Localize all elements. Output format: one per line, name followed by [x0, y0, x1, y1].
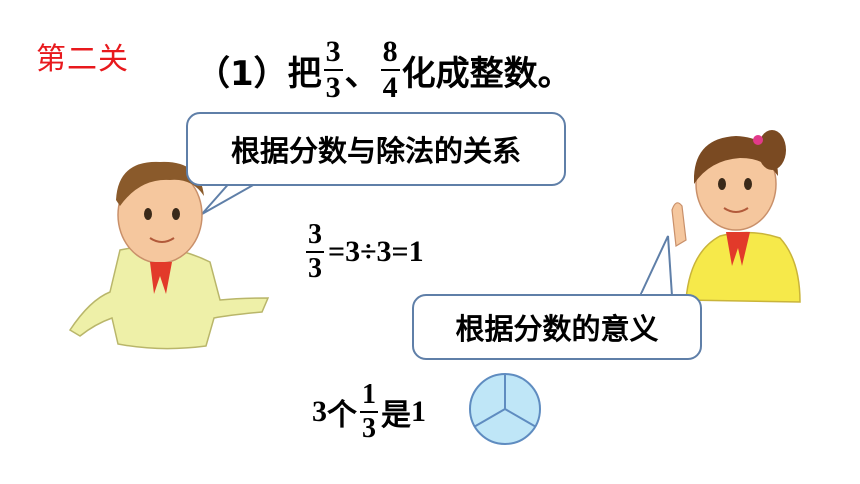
speech-bubble-girl: 根据分数的意义: [412, 294, 702, 360]
fraction-numerator: 1: [362, 379, 376, 410]
meaning-is: 是: [381, 398, 411, 433]
bubble-tail-girl: [638, 235, 674, 297]
equation-division: 3 3 =3÷3=1: [306, 212, 424, 292]
fraction-numerator: 8: [382, 35, 398, 68]
fraction-denominator: 3: [308, 253, 322, 284]
speech-bubble-boy: 根据分数与除法的关系: [186, 112, 566, 186]
meaning-count: 3: [312, 395, 327, 428]
meaning-unit: 个: [327, 398, 357, 433]
thirds-circle: [469, 373, 541, 445]
meaning-result: 1: [411, 395, 426, 428]
bubble-boy-text: 根据分数与除法的关系: [230, 134, 521, 168]
meaning-fraction: 1 3: [360, 381, 378, 443]
fraction-bar: [323, 69, 343, 71]
title-fraction-1: 3 3: [323, 35, 343, 104]
boy-character: [68, 161, 270, 350]
fraction-bar: [380, 69, 400, 71]
title-prefix: （1）把: [196, 53, 322, 94]
fraction-denominator: 3: [325, 71, 341, 104]
title-separator: 、: [344, 53, 379, 94]
problem-title: （1）把 3 3 、 8 4 化成整数。: [196, 22, 572, 118]
equation-fraction: 3 3: [306, 221, 324, 283]
title-fraction-2: 8 4: [380, 35, 400, 104]
fraction-bar: [360, 411, 378, 413]
fraction-numerator: 3: [308, 219, 322, 250]
fraction-denominator: 4: [382, 71, 398, 104]
title-suffix: 化成整数。: [401, 53, 572, 94]
fraction-bar: [306, 251, 324, 253]
equation-meaning: 3 个 1 3 是 1: [312, 372, 426, 452]
fraction-denominator: 3: [362, 413, 376, 444]
girl-character: [671, 130, 801, 303]
circle-divider-line: [474, 408, 506, 428]
stage-label: 第二关: [36, 42, 129, 77]
circle-divider-line: [504, 408, 536, 428]
fraction-numerator: 3: [325, 35, 341, 68]
circle-dividers: [474, 374, 536, 428]
equation-rest: =3÷3=1: [328, 235, 424, 268]
bubble-girl-text: 根据分数的意义: [455, 312, 659, 346]
